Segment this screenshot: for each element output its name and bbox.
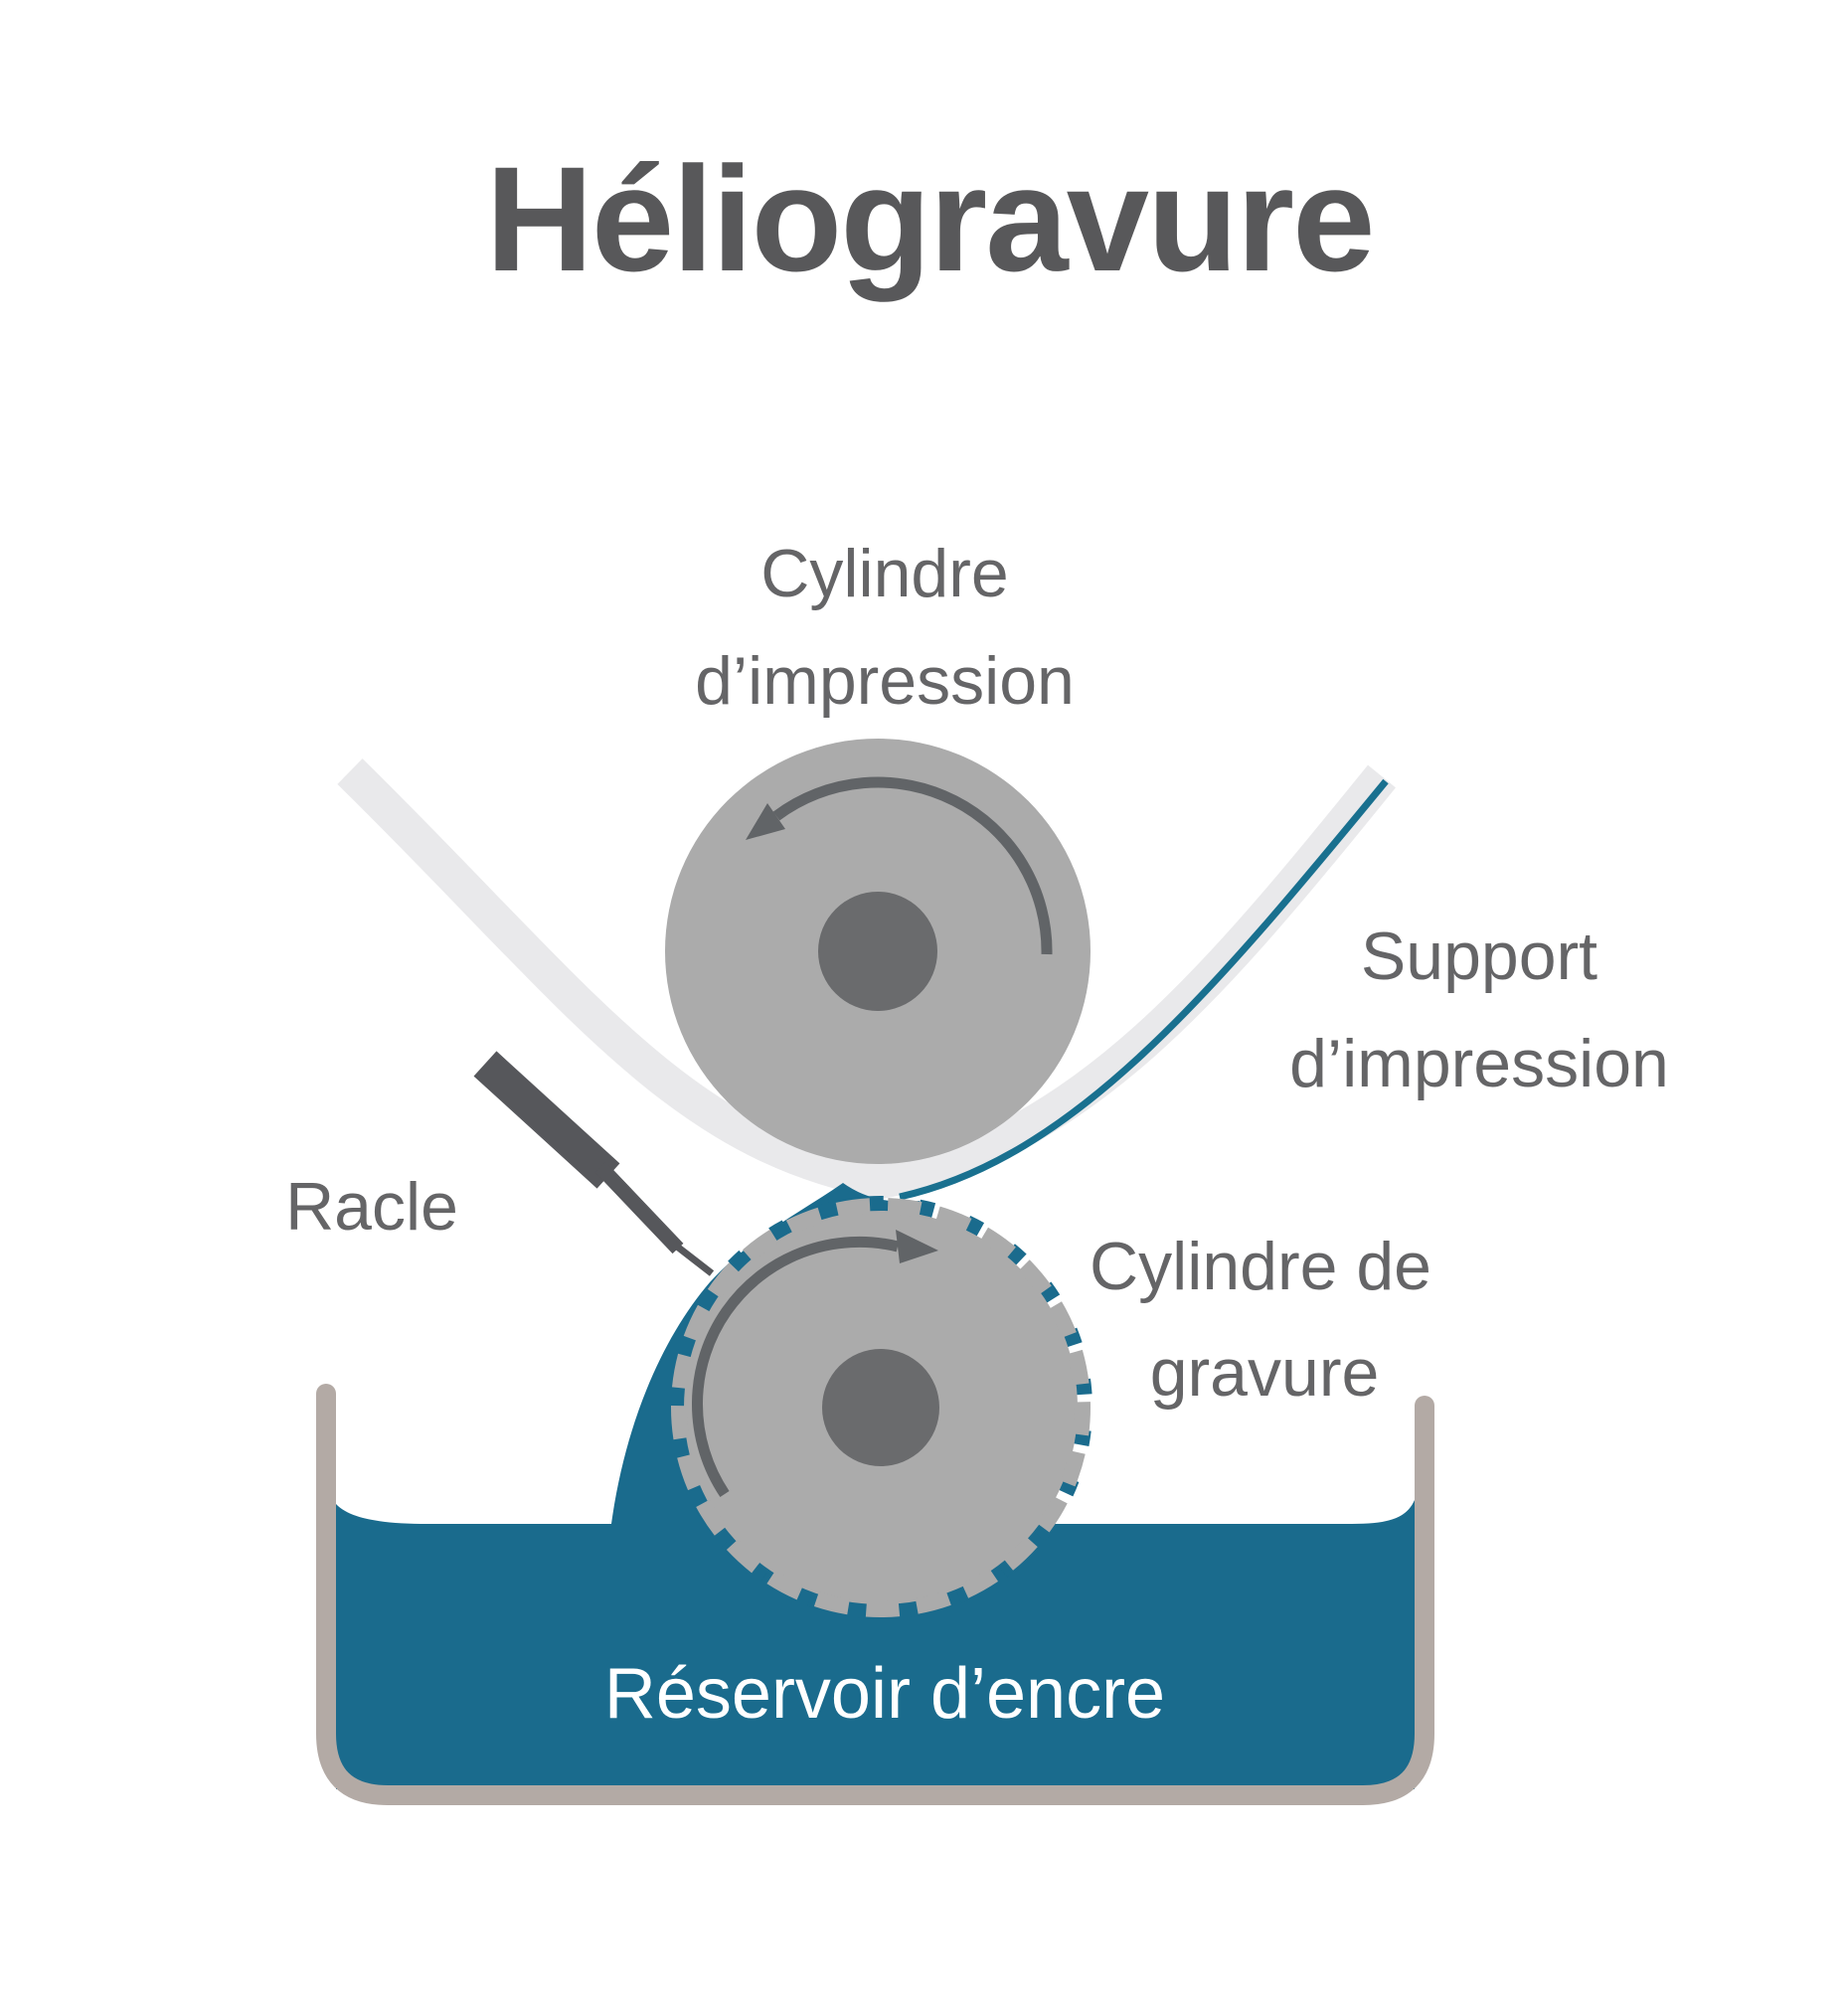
doctor-blade-tip (669, 1240, 715, 1276)
ink-tank (316, 1384, 1434, 1805)
impression-rotation-arrow-head-icon (746, 803, 785, 840)
gravure-cylinder-hub (822, 1349, 939, 1466)
label-ink-reservoir: Réservoir d’encre (604, 1654, 1165, 1734)
ink-pool (336, 1500, 1415, 1789)
label-substrate-line1: Support (1361, 919, 1597, 994)
doctor-blade-holder (594, 1161, 684, 1254)
label-substrate-line2: d’impression (1289, 1026, 1669, 1101)
impression-rotation-arrow-arc (772, 776, 1053, 955)
label-gravure-cylinder-line1: Cylindre de (1090, 1229, 1431, 1304)
label-impression-cylinder-line2: d’impression (695, 643, 1075, 719)
gravure-ink-cell-dashes (669, 1196, 1092, 1619)
gravure-rotation-arrow-head-icon (896, 1230, 938, 1263)
label-gravure-cylinder-line2: gravure (1150, 1335, 1380, 1411)
gravure-cylinder-teeth (671, 1198, 1091, 1617)
label-doctor-blade: Racle (285, 1169, 458, 1245)
printed-web-ink-line (899, 778, 1389, 1201)
impression-cylinder-hub (818, 892, 937, 1011)
doctor-blade-handle (473, 1051, 620, 1189)
gravure-rotation-arrow-arc (691, 1236, 900, 1498)
paper-web-band (337, 758, 1396, 1200)
page-title: Héliogravure (486, 135, 1374, 302)
label-impression-cylinder-line1: Cylindre (760, 536, 1008, 611)
